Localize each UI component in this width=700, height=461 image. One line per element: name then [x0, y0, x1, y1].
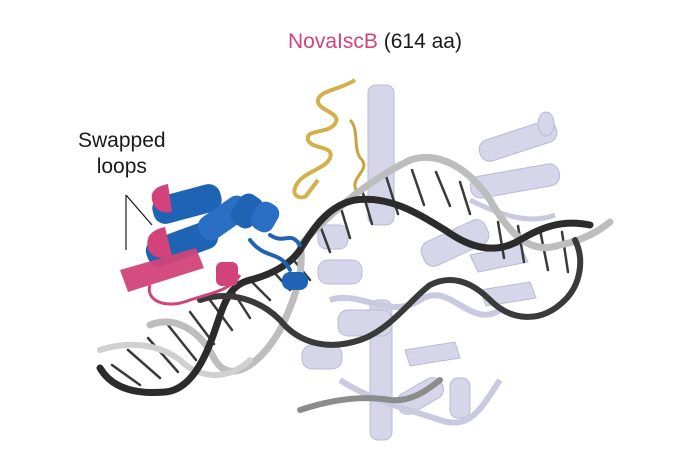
pink-helix-end: [151, 184, 172, 213]
protein-length: (614 aa): [383, 30, 462, 53]
helix-cylinder: [301, 344, 343, 370]
swapped-loops: [120, 184, 242, 306]
protein-coil: [338, 377, 503, 426]
blue-helix: [152, 184, 222, 224]
helix-cap: [537, 111, 555, 137]
callout-line-1: Swapped: [78, 129, 166, 152]
dna-dark-strand: [197, 237, 584, 348]
figure-title: NovaIscB (614 aa): [288, 30, 462, 54]
helix-cylinder: [317, 259, 363, 285]
protein-name: NovaIscB: [288, 30, 378, 53]
dna-light-strand: [97, 341, 253, 378]
protein-coil: [468, 197, 556, 222]
helix-cylinder: [449, 377, 471, 419]
pink-helix-end: [147, 227, 172, 258]
pink-helix: [216, 262, 238, 286]
helix-cylinder: [469, 163, 561, 199]
dna-dark-strand: [96, 195, 594, 397]
yellow-loop-tail: [348, 118, 366, 191]
helix-cylinder: [367, 84, 395, 226]
swapped-loops-label: Swapped loops: [78, 128, 166, 180]
blue-coil: [248, 233, 302, 272]
helix-cylinder: [478, 120, 558, 162]
helix-cylinder: [337, 309, 393, 337]
callout-pointer: [125, 194, 153, 250]
blue-helix: [250, 201, 280, 233]
yellow-loop: [292, 78, 357, 200]
dna-grey-strand: [297, 377, 443, 413]
pink-helix: [120, 248, 204, 292]
protein-coil: [329, 292, 502, 318]
callout-line-2: loops: [96, 155, 147, 178]
blue-helix: [282, 272, 308, 290]
pink-loop: [147, 274, 242, 306]
beta-sheet: [404, 341, 461, 367]
